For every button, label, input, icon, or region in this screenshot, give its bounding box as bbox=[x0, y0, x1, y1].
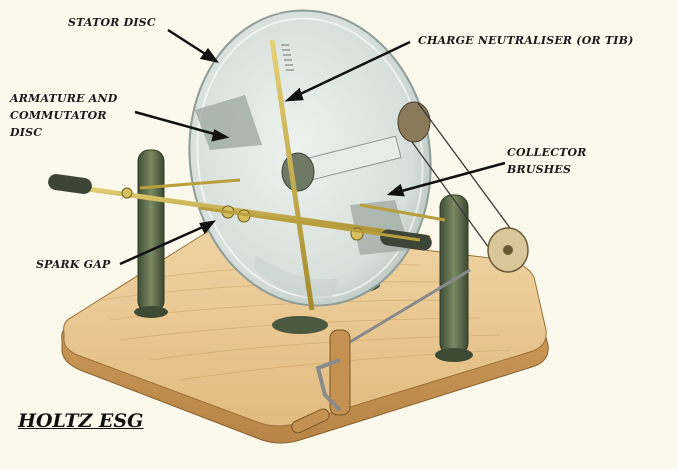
label-arrows bbox=[119, 28, 506, 266]
crank-handle bbox=[291, 329, 351, 434]
armature-label-line-2: COMMUTATOR bbox=[10, 109, 107, 122]
armature-label-line-1: ARMATURE AND bbox=[10, 92, 118, 105]
charge-neutraliser-label: CHARGE NEUTRALISER (OR TIB) bbox=[418, 34, 634, 47]
axle-and-pulleys bbox=[281, 101, 529, 347]
stator-disc-label: STATOR DISC bbox=[68, 16, 156, 29]
collector-label-line-2: BRUSHES bbox=[507, 163, 572, 176]
diagram-title: HOLTZ ESG bbox=[18, 410, 144, 432]
brass-conductors bbox=[48, 39, 446, 311]
armature-label-line-3: DISC bbox=[10, 126, 43, 139]
spark-gap-label: SPARK GAP bbox=[36, 258, 111, 271]
wooden-base bbox=[61, 226, 549, 444]
collector-label-line-1: COLLECTOR bbox=[507, 146, 587, 159]
